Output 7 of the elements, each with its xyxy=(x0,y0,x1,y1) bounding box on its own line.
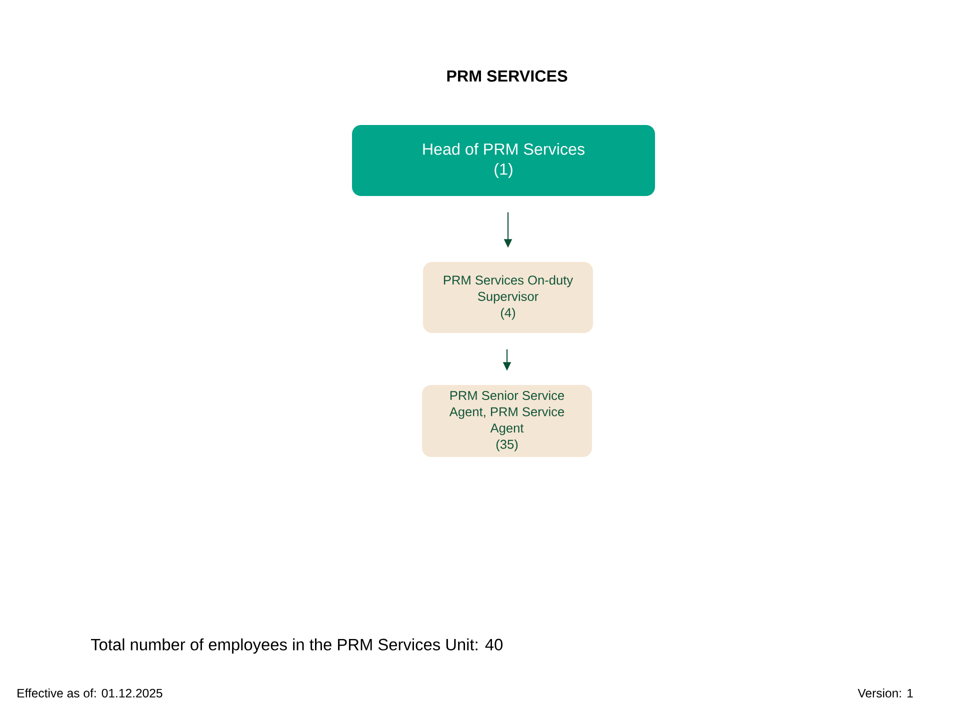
org-box: Head of PRM Services (1) xyxy=(352,125,655,196)
title: PRM SERVICES xyxy=(447,70,568,82)
summary-text: Total number of employees in the PRM Services Unit: 40 xyxy=(90,638,503,654)
org-box: PRM Senior Service Agent, PRM Service Agent (35) xyxy=(422,385,592,457)
org-box: PRM Services On-duty Supervisor (4) xyxy=(423,262,593,333)
footer-text: Effective as of: 01.12.2025 xyxy=(18,688,162,698)
version-text: Version: 1 xyxy=(858,688,913,698)
